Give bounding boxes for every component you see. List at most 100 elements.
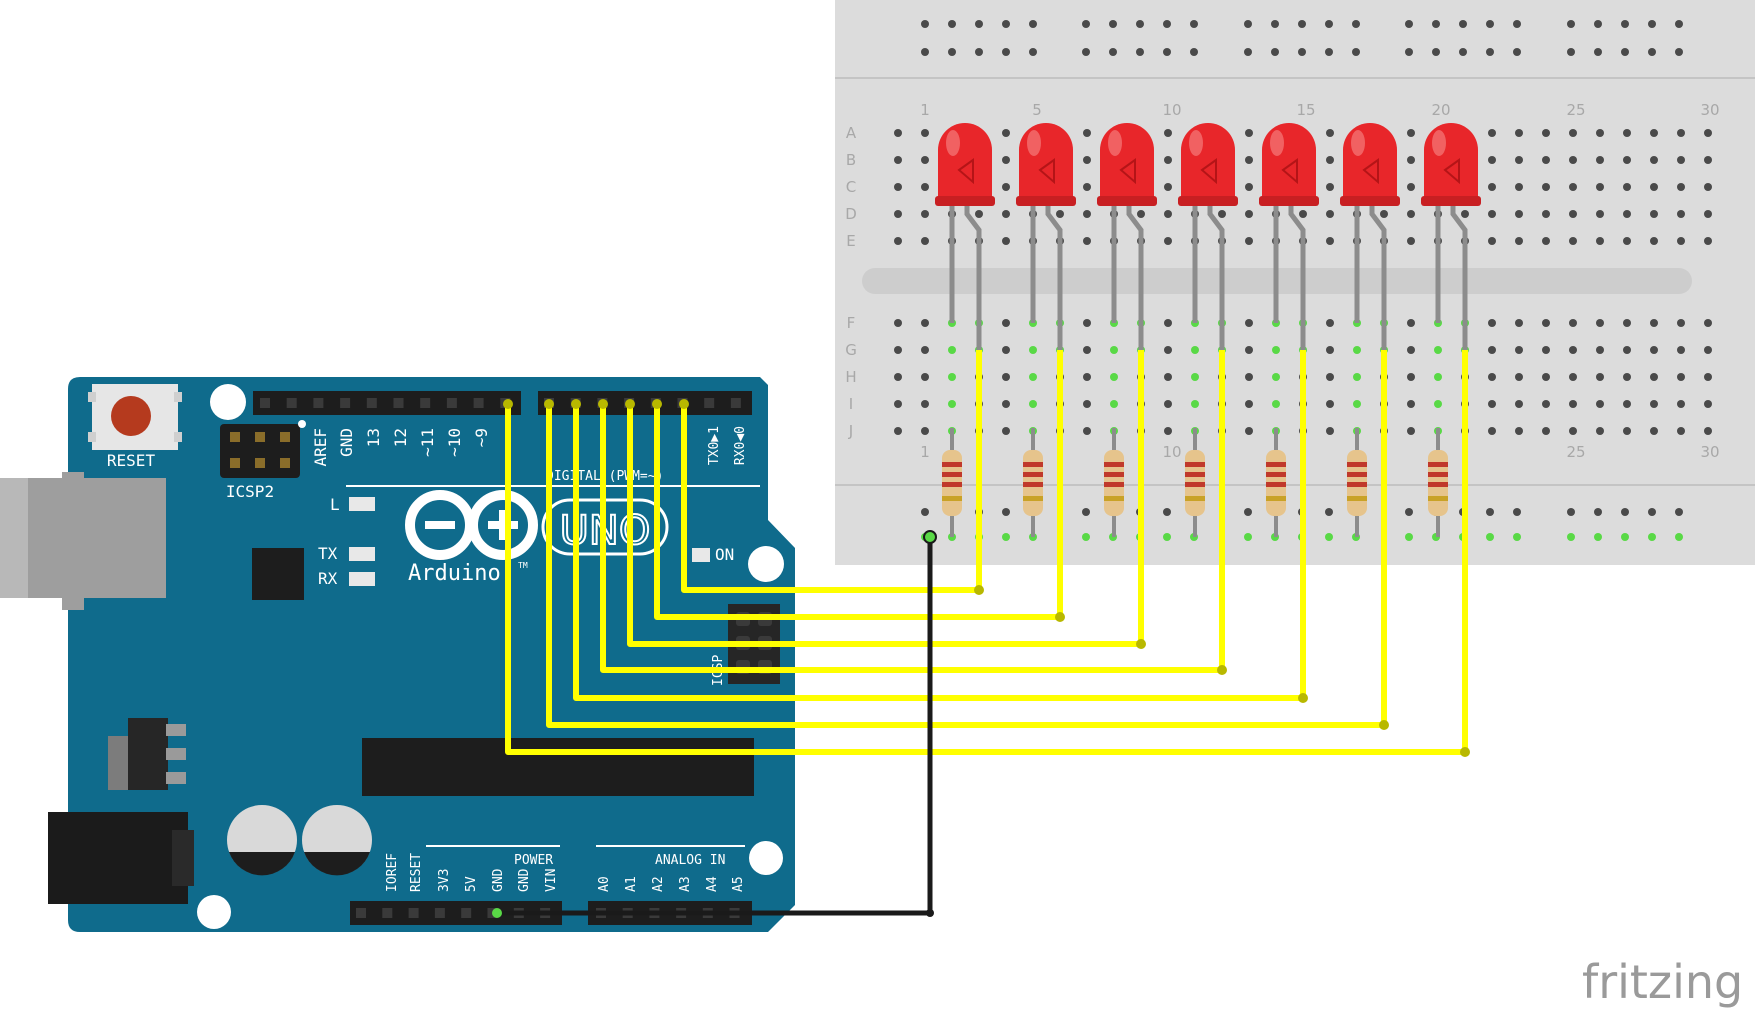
led-highlight (946, 130, 960, 156)
pin-label-ioref: IOREF (385, 853, 400, 892)
wires (492, 350, 1470, 918)
wire-end (1136, 639, 1146, 649)
breadboard-hole (894, 237, 902, 245)
breadboard-hole (1542, 373, 1550, 381)
breadboard-hole (1677, 156, 1685, 164)
led-rim (935, 196, 995, 206)
resistor-band (1266, 496, 1286, 501)
mounting-hole (210, 384, 246, 420)
breadboard-hole (1407, 183, 1415, 191)
breadboard-hole (1245, 237, 1253, 245)
breadboard-hole (1569, 400, 1577, 408)
breadboard-hole (1677, 183, 1685, 191)
power-pin-labels: IOREF RESET 3V3 5V GND GND VIN (385, 853, 559, 892)
wire-end (1217, 665, 1227, 675)
breadboard-hole (1083, 400, 1091, 408)
breadboard-hole (1002, 346, 1010, 354)
breadboard-hole (1164, 427, 1172, 435)
column-label-25: 25 (1566, 101, 1585, 119)
pin-label-aref: AREF (311, 428, 330, 467)
led-rim (1097, 196, 1157, 206)
rail-hole (1621, 508, 1629, 516)
breadboard-hole (1326, 373, 1334, 381)
resistor-band (1266, 472, 1286, 477)
breadboard-hole (1650, 427, 1658, 435)
rail-hole (1594, 48, 1602, 56)
status-leds: L TX RX ON (318, 495, 734, 588)
reset-label: RESET (107, 451, 156, 470)
breadboard-hole (1002, 129, 1010, 137)
breadboard-hole (1650, 373, 1658, 381)
breadboard-hole (921, 129, 929, 137)
breadboard-hole (1164, 400, 1172, 408)
rail-hole (1405, 48, 1413, 56)
rail-hole (1405, 20, 1413, 28)
rail-hole (1486, 533, 1494, 541)
mounting-hole (748, 546, 784, 582)
rail-hole (1513, 20, 1521, 28)
led-rim (1421, 196, 1481, 206)
rail-hole (1163, 508, 1171, 516)
wire-end (974, 585, 984, 595)
wire-end (926, 909, 934, 917)
trademark-label: TM (518, 561, 528, 570)
row-label-d: D (845, 205, 857, 223)
rail-hole (948, 48, 956, 56)
analog-header-label: ANALOG IN (655, 853, 725, 868)
signal-wire-4 (600, 350, 1225, 673)
header-pin (420, 398, 431, 408)
resistor-band (1347, 496, 1367, 501)
resistor-band (1104, 472, 1124, 477)
rail-hole (1648, 48, 1656, 56)
led-highlight (1270, 130, 1284, 156)
header-pin (340, 398, 351, 408)
led-body (1100, 123, 1154, 200)
breadboard-hole (1488, 400, 1496, 408)
breadboard-hole (921, 237, 929, 245)
resistor-band (942, 472, 962, 477)
breadboard-hole (1083, 237, 1091, 245)
breadboard-hole (1515, 156, 1523, 164)
breadboard-hole (1083, 373, 1091, 381)
rail-hole (1163, 533, 1171, 541)
breadboard-hole (1326, 210, 1334, 218)
row-label-h: H (845, 368, 856, 386)
breadboard-hole (1596, 129, 1604, 137)
column-label-30: 30 (1700, 101, 1719, 119)
rail-hole (1271, 20, 1279, 28)
wire-end (652, 399, 662, 409)
rail-hole (1513, 508, 1521, 516)
pin-label-9: ~9 (472, 428, 491, 447)
led-die (1281, 158, 1298, 185)
breadboard-hole (1002, 319, 1010, 327)
resistor-band (1185, 462, 1205, 467)
breadboard-hole (1650, 129, 1658, 137)
led-leg (1207, 200, 1225, 350)
breadboard-hole (921, 346, 929, 354)
led-highlight (1027, 130, 1041, 156)
rail-hole (1352, 20, 1360, 28)
icsp2-label: ICSP2 (226, 482, 274, 501)
breadboard-hole (1623, 129, 1631, 137)
breadboard-hole (1596, 210, 1604, 218)
resistor-band (1428, 482, 1448, 487)
rail-hole (1109, 20, 1117, 28)
wire-end (598, 399, 608, 409)
breadboard-hole (1677, 400, 1685, 408)
breadboard-hole (1245, 346, 1253, 354)
resistor-band (1266, 462, 1286, 467)
breadboard-hole (1083, 183, 1091, 191)
breadboard-hole (1515, 400, 1523, 408)
breadboard-hole (1245, 156, 1253, 164)
breadboard-hole (1326, 129, 1334, 137)
rail-hole (948, 20, 956, 28)
header-pin (356, 908, 366, 918)
breadboard-hole (1650, 400, 1658, 408)
resistor-band (1428, 472, 1448, 477)
led-body (1424, 123, 1478, 200)
rail-hole (1082, 508, 1090, 516)
led-on (692, 548, 710, 562)
power-header-label: POWER (514, 853, 553, 868)
column-label-30-bottom: 30 (1700, 443, 1719, 461)
